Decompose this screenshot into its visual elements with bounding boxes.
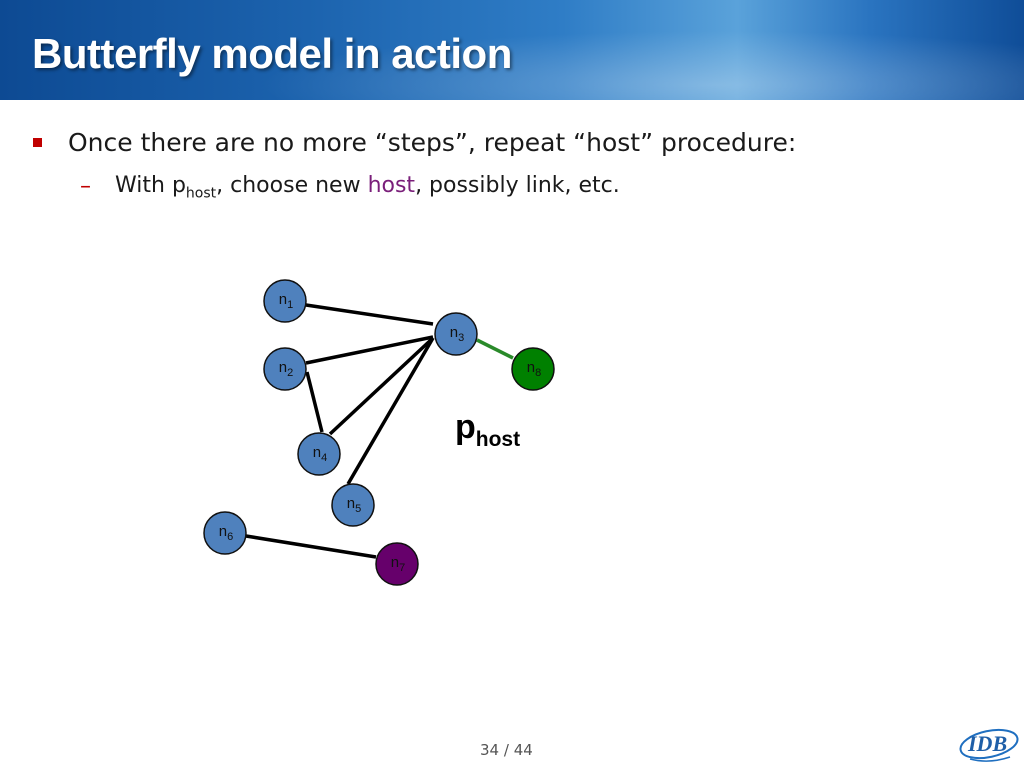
edge-n3-n8 bbox=[476, 338, 514, 360]
node-label-subscript: 3 bbox=[458, 332, 465, 344]
node-n3 bbox=[434, 312, 478, 356]
node-label-n5: n5 bbox=[347, 495, 361, 515]
node-label-n7: n7 bbox=[391, 554, 405, 574]
sub-bullet-prefix-subscript: host bbox=[185, 185, 217, 202]
sub-bullet-highlight: host bbox=[367, 173, 416, 198]
node-label-n6: n6 bbox=[219, 523, 233, 543]
node-label-main: n bbox=[449, 324, 459, 341]
node-n2 bbox=[263, 347, 307, 391]
node-n5 bbox=[331, 483, 375, 527]
sub-bullet-middle: , choose new bbox=[216, 173, 368, 198]
node-label-subscript: 5 bbox=[355, 503, 362, 515]
pager-current: 34 bbox=[480, 741, 500, 759]
slide-pager: 34 / 44 bbox=[480, 741, 533, 759]
pager-separator: / bbox=[503, 741, 509, 759]
node-n6 bbox=[203, 511, 247, 555]
slide-title: Butterfly model in action bbox=[32, 30, 512, 77]
node-label-main: n bbox=[346, 495, 356, 512]
sub-bullet-prefix: With p bbox=[115, 173, 186, 198]
node-label-subscript: 6 bbox=[227, 531, 234, 543]
node-label-n2: n2 bbox=[279, 359, 293, 379]
idb-logo-icon: IDB bbox=[959, 728, 1019, 762]
node-n8 bbox=[511, 347, 555, 391]
edge-n4-n3 bbox=[328, 336, 435, 436]
node-label-n4: n4 bbox=[313, 444, 327, 464]
node-label-subscript: 4 bbox=[321, 452, 328, 464]
node-label-subscript: 7 bbox=[399, 562, 406, 574]
edge-n6-n7 bbox=[245, 534, 377, 559]
node-label-main: n bbox=[218, 523, 228, 540]
node-n4 bbox=[297, 432, 341, 476]
node-label-main: n bbox=[526, 359, 536, 376]
node-label-n1: n1 bbox=[279, 291, 293, 311]
title-bar bbox=[0, 0, 1024, 100]
edge-n2-n4 bbox=[305, 371, 324, 433]
phost-label: phost bbox=[455, 408, 520, 452]
node-label-subscript: 1 bbox=[287, 299, 294, 311]
edge-n5-n3 bbox=[346, 337, 435, 485]
node-label-subscript: 2 bbox=[287, 367, 294, 379]
phost-subscript: host bbox=[475, 427, 521, 451]
node-label-main: n bbox=[390, 554, 400, 571]
node-label-main: n bbox=[278, 291, 288, 308]
main-bullet-text: Once there are no more “steps”, repeat “… bbox=[68, 128, 797, 157]
bullet-square-icon bbox=[33, 138, 42, 147]
edge-n1-n3 bbox=[305, 303, 434, 326]
edge-n2-n3 bbox=[305, 335, 434, 365]
node-n1 bbox=[263, 279, 307, 323]
sub-bullet-dash: – bbox=[80, 174, 91, 199]
sub-bullet-suffix: , possibly link, etc. bbox=[415, 173, 620, 198]
node-n7 bbox=[375, 542, 419, 586]
node-label-main: n bbox=[278, 359, 288, 376]
logo-text: IDB bbox=[967, 731, 1007, 756]
node-label-main: n bbox=[312, 444, 322, 461]
node-label-n8: n8 bbox=[527, 359, 541, 379]
node-label-n3: n3 bbox=[450, 324, 464, 344]
phost-main: p bbox=[455, 408, 476, 446]
node-label-subscript: 8 bbox=[535, 367, 542, 379]
sub-bullet-text: With phost, choose new host, possibly li… bbox=[115, 173, 620, 201]
pager-total: 44 bbox=[513, 741, 533, 759]
